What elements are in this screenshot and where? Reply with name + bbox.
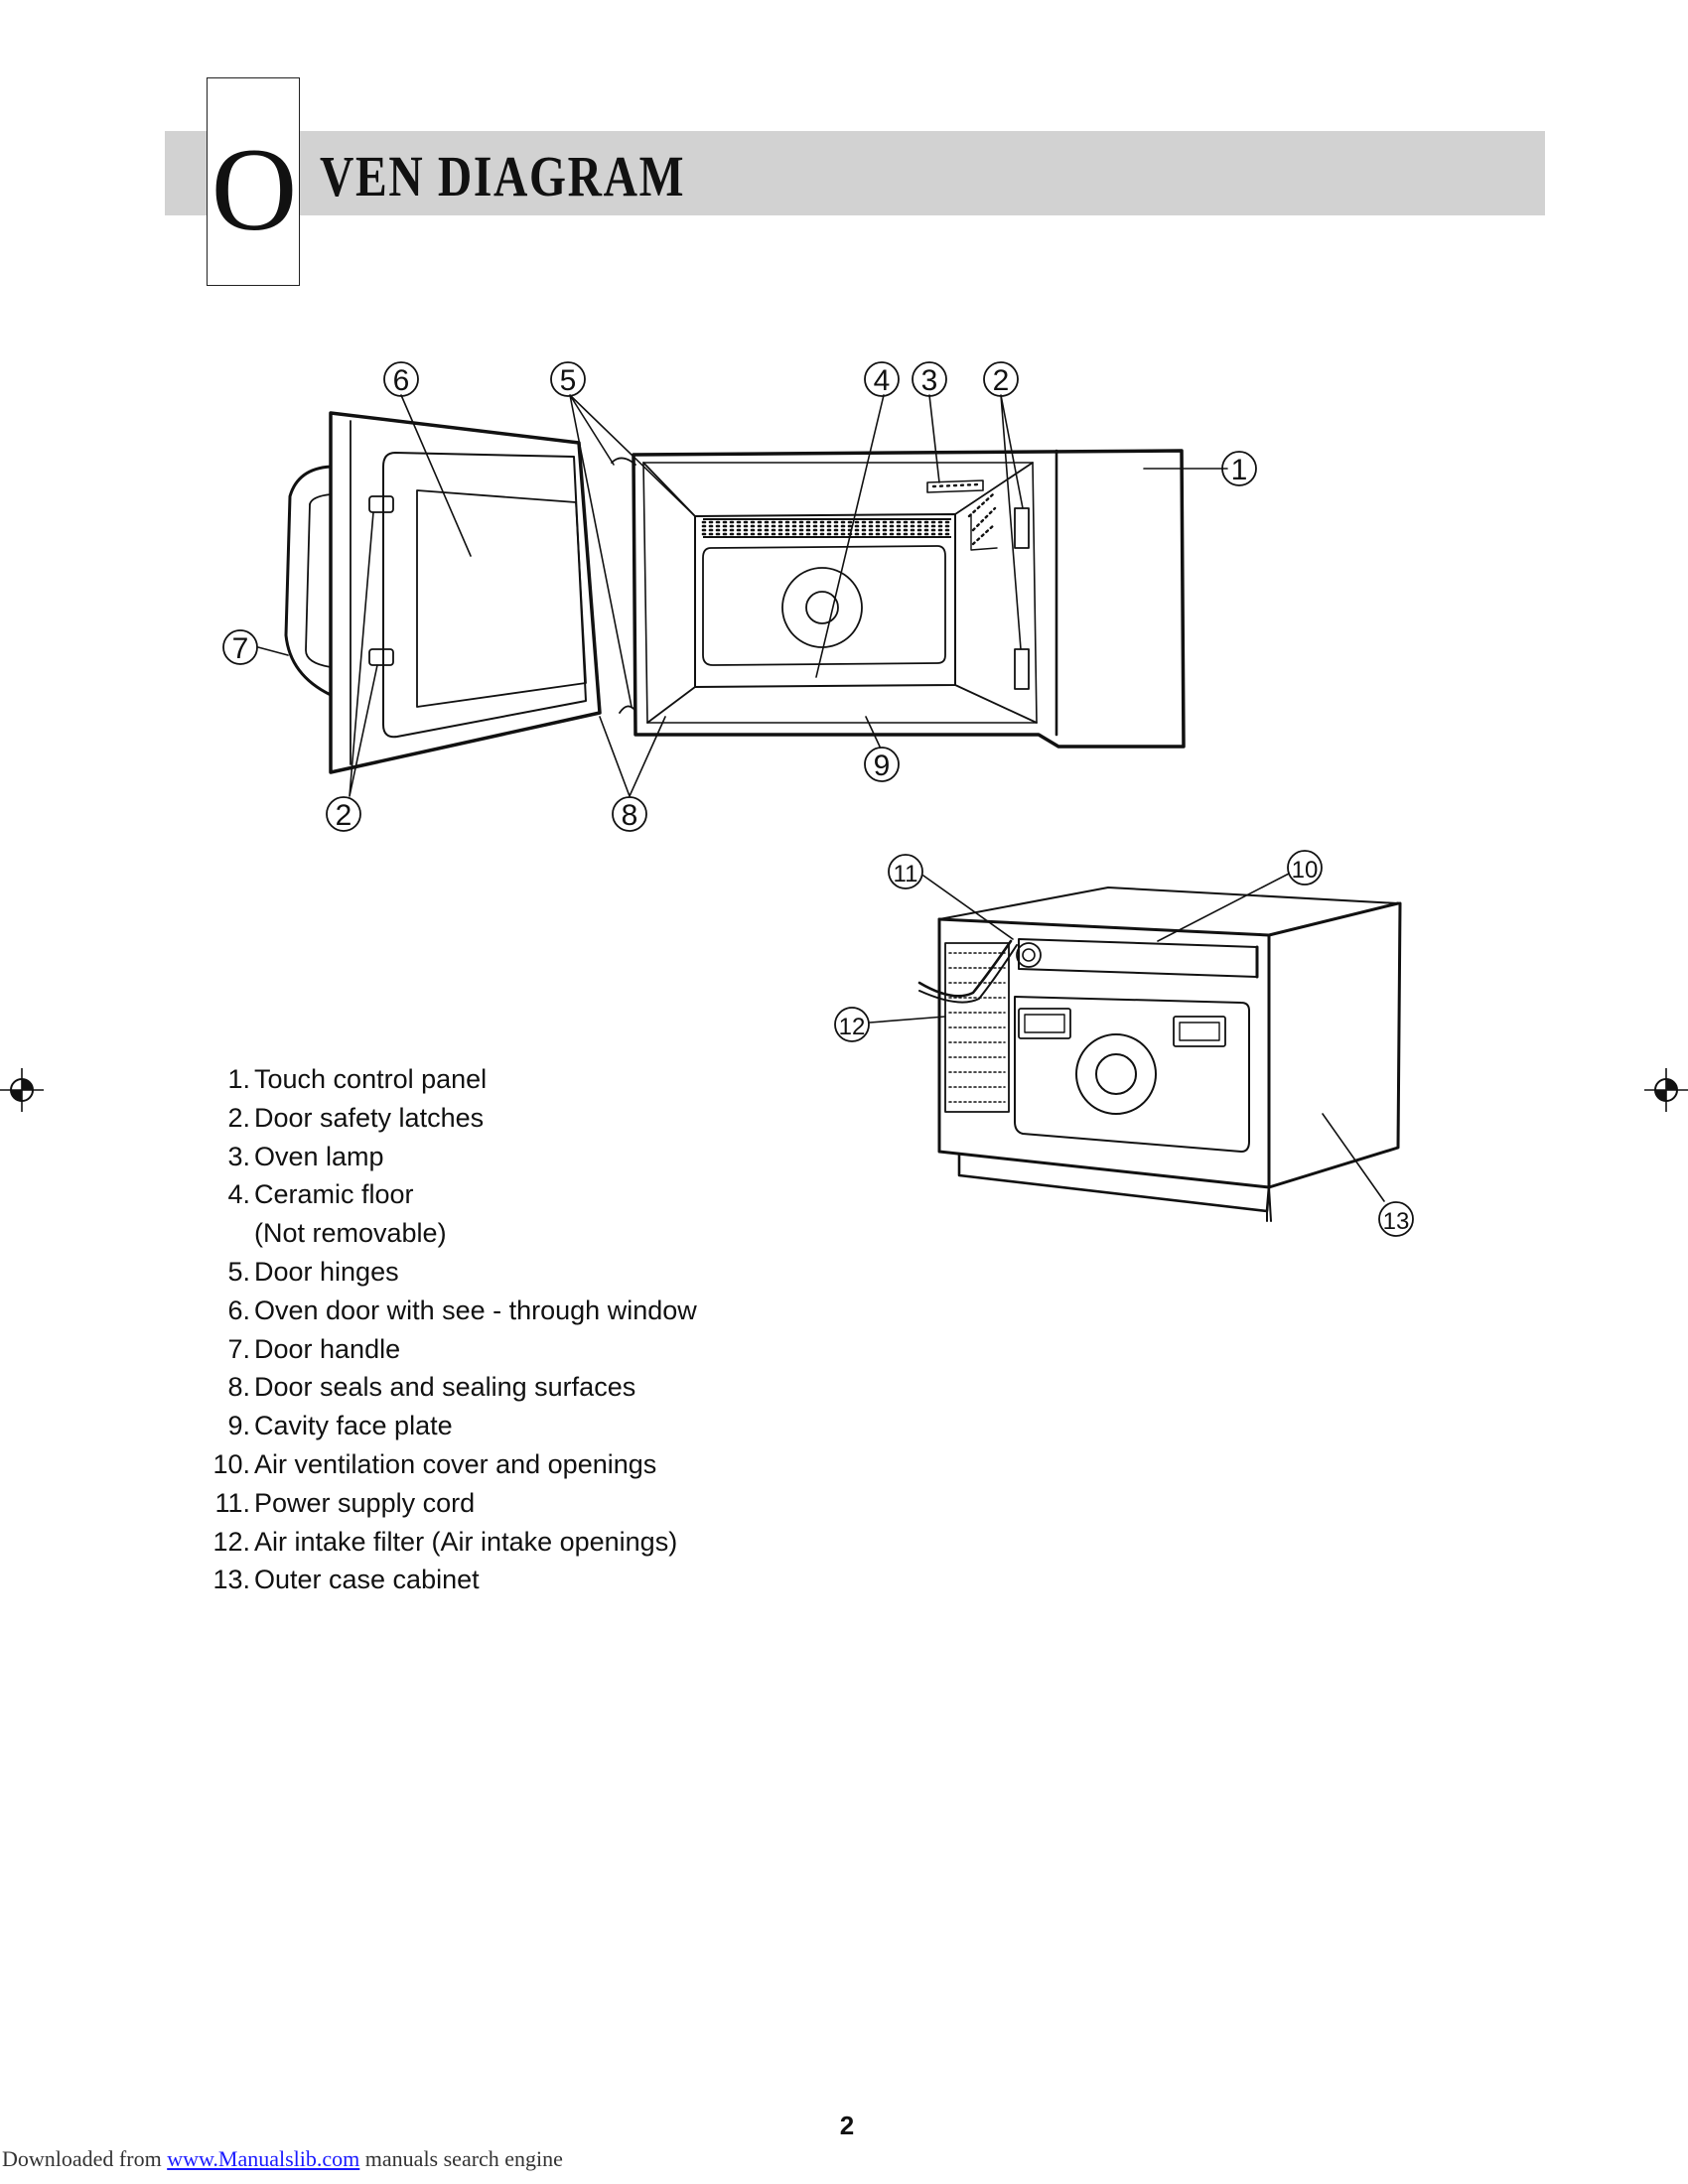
callout-2-bottom-label: 2 bbox=[336, 799, 352, 832]
registration-mark-icon bbox=[0, 1068, 44, 1112]
callout-4: 4 bbox=[864, 361, 900, 397]
leader-lines bbox=[257, 394, 1385, 1202]
callout-12: 12 bbox=[834, 1007, 870, 1042]
registration-mark-icon bbox=[1644, 1068, 1688, 1112]
callout-13-label: 13 bbox=[1383, 1208, 1410, 1235]
callout-8-label: 8 bbox=[622, 799, 638, 832]
list-item: 11.Power supply cord bbox=[214, 1487, 476, 1518]
list-item: 4.Ceramic floor bbox=[227, 1179, 414, 1210]
list-item: 2.Door safety latches bbox=[227, 1102, 485, 1133]
list-item: 8.Door seals and sealing surfaces bbox=[227, 1372, 636, 1403]
callout-2-bottom: 2 bbox=[326, 796, 361, 832]
list-item: 3.Oven lamp bbox=[227, 1141, 384, 1171]
list-item: 12.Air intake filter (Air intake opening… bbox=[212, 1526, 678, 1557]
title-initial-box: O bbox=[207, 77, 300, 286]
callout-10: 10 bbox=[1287, 850, 1323, 886]
callout-6: 6 bbox=[383, 361, 419, 397]
rear-view-illustration bbox=[917, 887, 1402, 1222]
callout-9-label: 9 bbox=[874, 750, 891, 782]
front-view-illustration bbox=[284, 411, 1186, 774]
callout-9: 9 bbox=[864, 747, 900, 782]
manualslib-link[interactable]: www.Manualslib.com bbox=[167, 2146, 360, 2171]
callout-11-label: 11 bbox=[894, 861, 918, 887]
callout-12-label: 12 bbox=[839, 1014, 866, 1040]
callout-13: 13 bbox=[1378, 1201, 1414, 1237]
callout-3: 3 bbox=[912, 361, 947, 397]
list-item: 7.Door handle bbox=[227, 1333, 401, 1364]
callout-2-top: 2 bbox=[983, 361, 1019, 397]
callout-6-label: 6 bbox=[393, 364, 410, 397]
callout-5-label: 5 bbox=[560, 364, 577, 397]
list-item-note: (Not removable) bbox=[254, 1218, 447, 1249]
title-initial: O bbox=[211, 123, 298, 255]
list-item: 1.Touch control panel bbox=[227, 1064, 488, 1094]
callout-8: 8 bbox=[612, 796, 647, 832]
page-title: VEN DIAGRAM bbox=[320, 144, 686, 208]
list-item: 5.Door hinges bbox=[227, 1256, 399, 1287]
callout-1: 1 bbox=[1221, 451, 1257, 486]
list-item: 10.Air ventilation cover and openings bbox=[212, 1448, 657, 1479]
download-footer: Downloaded from www.Manualslib.com manua… bbox=[2, 2146, 563, 2172]
title-bar bbox=[165, 131, 1545, 215]
callout-7: 7 bbox=[222, 629, 258, 665]
callout-5: 5 bbox=[550, 361, 586, 397]
callout-1-label: 1 bbox=[1231, 454, 1248, 486]
list-item: 13.Outer case cabinet bbox=[212, 1565, 480, 1595]
footer-prefix: Downloaded from bbox=[2, 2146, 168, 2171]
callout-11: 11 bbox=[888, 854, 923, 889]
parts-list: 1.Touch control panel 2.Door safety latc… bbox=[179, 1060, 697, 1599]
callout-7-label: 7 bbox=[232, 632, 249, 665]
callout-2-top-label: 2 bbox=[993, 364, 1010, 397]
list-item: 6.Oven door with see - through window bbox=[227, 1295, 697, 1325]
callout-3-label: 3 bbox=[921, 364, 938, 397]
page-number: 2 bbox=[839, 2111, 855, 2140]
callout-4-label: 4 bbox=[874, 364, 891, 397]
list-item: 9.Cavity face plate bbox=[227, 1411, 453, 1441]
footer-suffix: manuals search engine bbox=[359, 2146, 563, 2171]
callout-markers: 1 2 2 3 4 5 6 7 8 9 10 11 12 13 bbox=[222, 361, 1414, 1237]
callout-10-label: 10 bbox=[1292, 857, 1319, 884]
